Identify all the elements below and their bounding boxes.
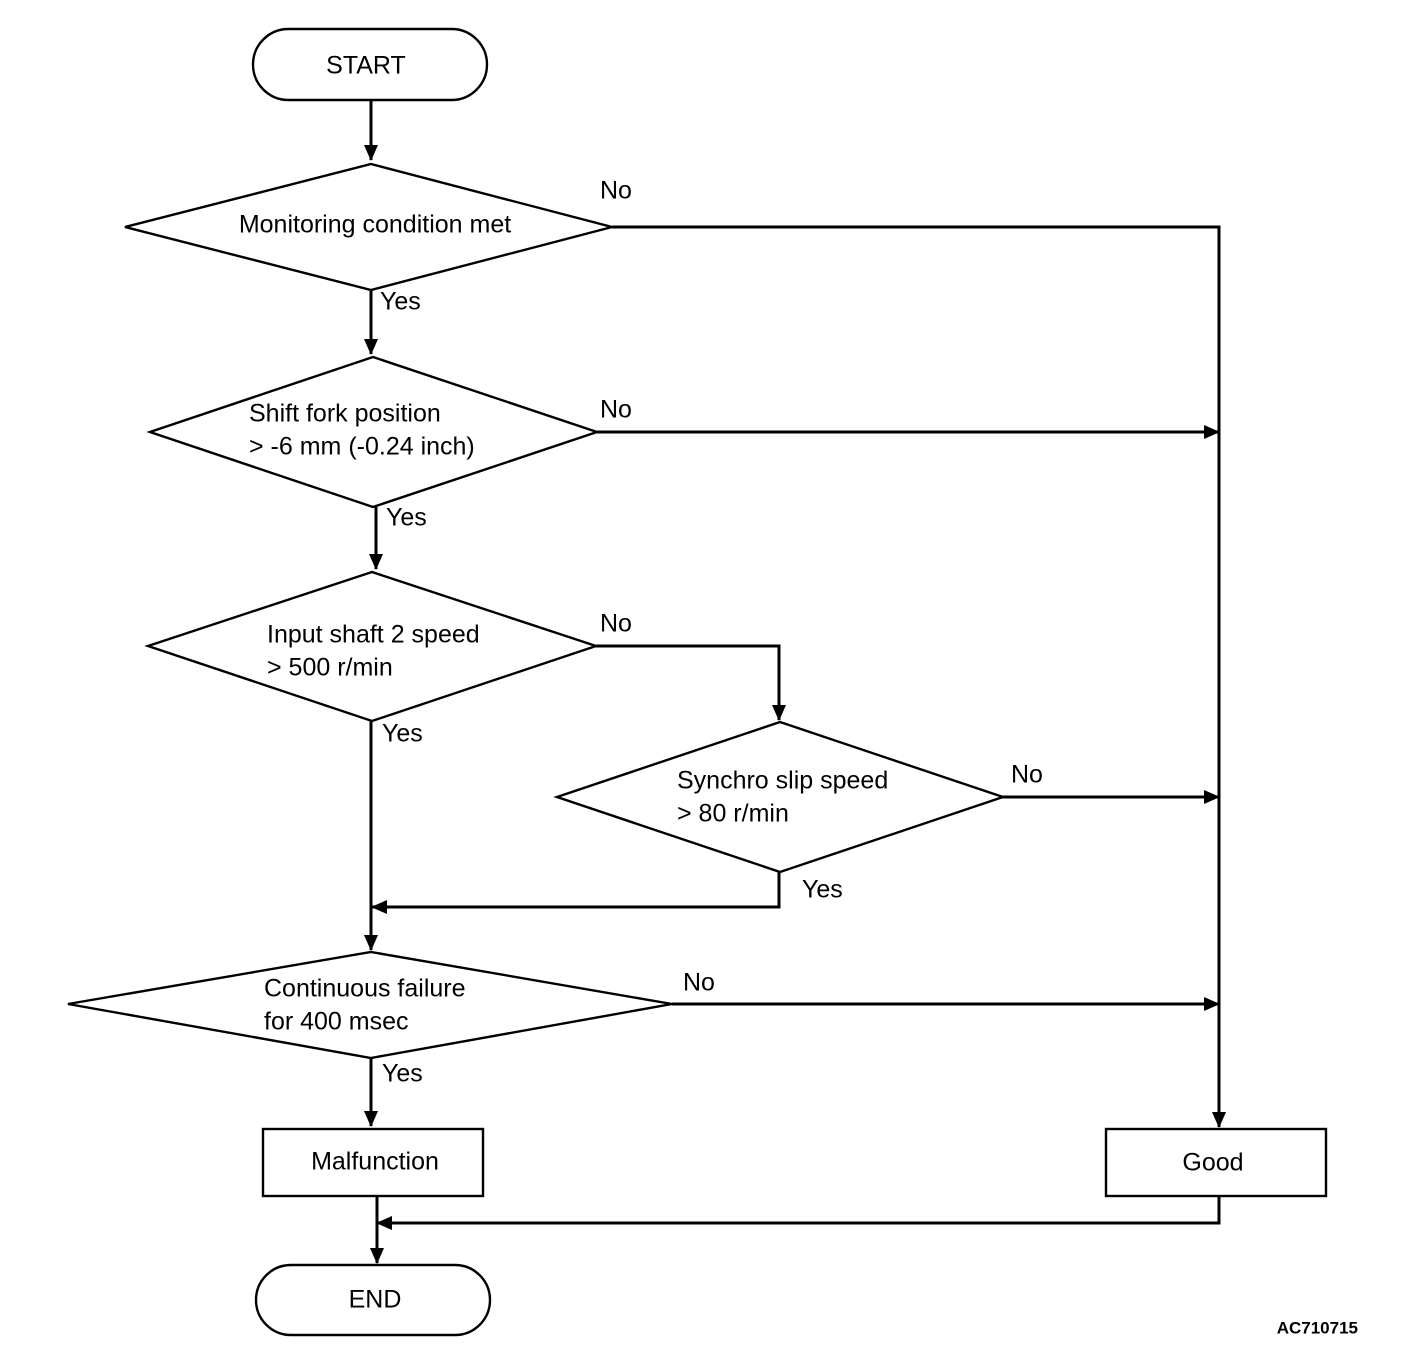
end-label: END bbox=[349, 1286, 402, 1314]
label-d1-no: No bbox=[600, 177, 632, 205]
label-d1-yes: Yes bbox=[380, 288, 421, 316]
label-d5-yes: Yes bbox=[382, 1060, 423, 1088]
label-d4-no: No bbox=[1011, 761, 1043, 789]
label-d4-yes: Yes bbox=[802, 876, 843, 904]
label-d2-yes: Yes bbox=[386, 504, 427, 532]
good-label: Good bbox=[1182, 1149, 1243, 1177]
decision-continuous-failure: Continuous failure for 400 msec bbox=[67, 950, 673, 1060]
malfunction-label: Malfunction bbox=[311, 1148, 439, 1176]
decision-shift-fork-position: Shift fork position > -6 mm (-0.24 inch) bbox=[146, 355, 601, 509]
decision-input-shaft-speed: Input shaft 2 speed > 500 r/min bbox=[144, 570, 600, 723]
edge-d1-good bbox=[612, 225, 1226, 1128]
figure-code: AC710715 bbox=[1277, 1318, 1358, 1337]
label-d5-no: No bbox=[683, 969, 715, 997]
decision-synchro-slip-speed: Synchro slip speed > 80 r/min bbox=[553, 720, 1007, 874]
edge-d3-d4 bbox=[596, 644, 786, 721]
edge-labels: No Yes No Yes No Yes No Yes No Yes bbox=[380, 177, 1043, 1088]
decision-input-shaft-speed-text: Input shaft 2 speed > 500 r/min bbox=[267, 614, 487, 682]
decision-continuous-failure-text: Continuous failure for 400 msec bbox=[264, 968, 472, 1036]
end-terminal: END bbox=[254, 1263, 492, 1337]
edge-d4-join bbox=[371, 872, 781, 914]
start-terminal: START bbox=[251, 27, 489, 102]
good-box: Good bbox=[1104, 1127, 1328, 1198]
connectors bbox=[364, 100, 1226, 1264]
malfunction-box: Malfunction bbox=[261, 1127, 485, 1198]
decision-synchro-slip-speed-text: Synchro slip speed > 80 r/min bbox=[677, 760, 895, 828]
start-label: START bbox=[326, 52, 406, 80]
label-d2-no: No bbox=[600, 396, 632, 424]
decision-monitoring-condition: Monitoring condition met bbox=[124, 162, 617, 292]
label-d3-yes: Yes bbox=[382, 720, 423, 748]
decision-shift-fork-position-text: Shift fork position > -6 mm (-0.24 inch) bbox=[249, 393, 475, 461]
decision-monitoring-condition-text: Monitoring condition met bbox=[239, 211, 511, 239]
label-d3-no: No bbox=[600, 610, 632, 638]
edge-good-join bbox=[376, 1196, 1221, 1230]
